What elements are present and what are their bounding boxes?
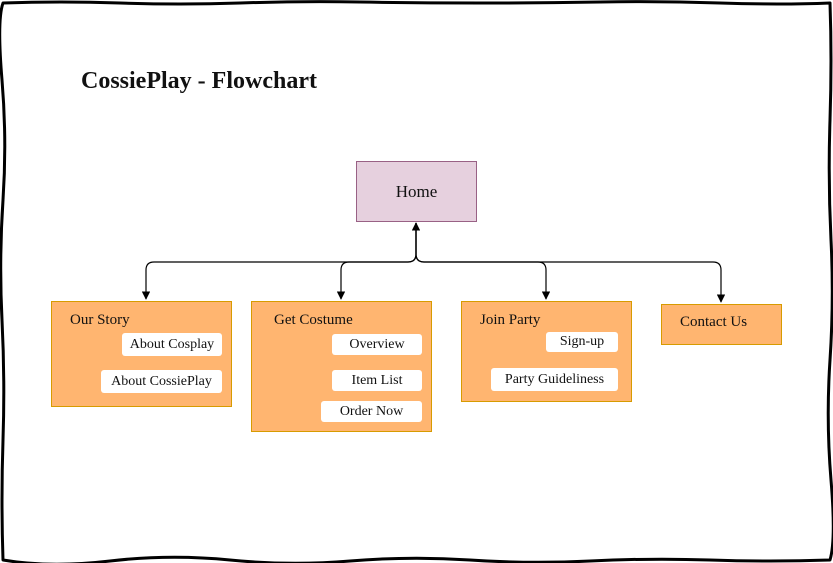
home-node[interactable]: Home [356,161,477,222]
connector-contact-us [415,223,726,303]
home-label: Home [395,181,438,201]
section-label: Contact Us [680,314,748,330]
connector-get-costume [336,223,417,300]
section-join-party[interactable]: Join Party Sign-up Party Guideliness [461,301,632,402]
subitem-about-cossieplay[interactable]: About CossiePlay [101,370,222,393]
section-label: Our Story [70,312,130,328]
subitem-sign-up[interactable]: Sign-up [546,332,618,352]
subitem-about-cosplay[interactable]: About Cosplay [122,333,222,356]
section-label: Join Party [480,312,541,328]
subitem-order-now[interactable]: Order Now [321,401,422,422]
section-contact-us[interactable]: Contact Us [661,304,782,345]
section-our-story[interactable]: Our Story About Cosplay About CossiePlay [51,301,232,407]
section-get-costume[interactable]: Get Costume Overview Item List Order Now [251,301,432,432]
connector-join-party [415,223,551,300]
connector-our-story [141,222,421,300]
page-title: CossiePlay - Flowchart [81,68,317,94]
subitem-party-guideliness[interactable]: Party Guideliness [491,368,618,391]
subitem-item-list[interactable]: Item List [332,370,422,391]
section-label: Get Costume [274,312,353,328]
subitem-overview[interactable]: Overview [332,334,422,355]
